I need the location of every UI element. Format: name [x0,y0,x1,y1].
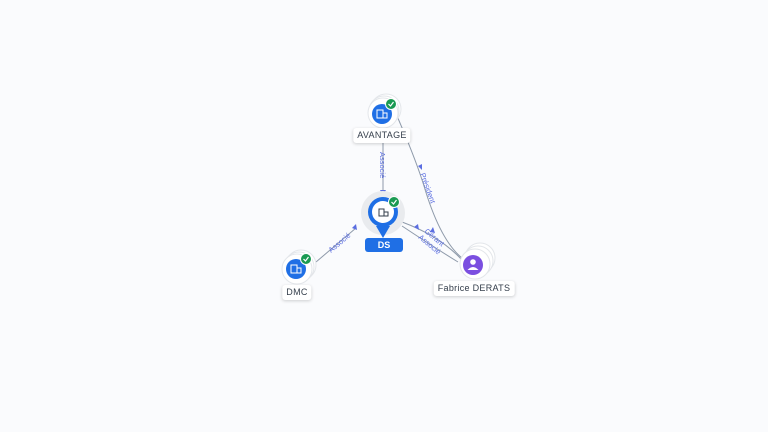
edge-label-avantage-ds: Associé [378,152,387,178]
check-badge-icon [385,98,397,110]
edge-dmc-ds [315,227,357,263]
node-label-ds[interactable]: DS [365,238,403,252]
edge-arrow [414,224,419,230]
building-icon [378,208,389,217]
edge-arrow [352,224,357,230]
edge-label-dmc-ds: Associé [327,231,353,255]
node-label-avantage[interactable]: AVANTAGE [353,128,411,143]
node-ds[interactable] [361,191,405,238]
edge-fabrice-ds-associe [401,225,459,263]
edge-fabrice-ds-gerant [401,221,463,261]
check-badge-icon [388,196,400,208]
edge-arrow [430,227,435,233]
node-dmc[interactable] [281,249,317,285]
building-icon [290,264,302,274]
person-icon [467,259,479,270]
node-label-dmc[interactable]: DMC [282,285,312,300]
edge-arrow [418,164,422,170]
node-fabrice-derats[interactable] [459,242,496,280]
check-badge-icon [300,253,312,265]
building-icon [376,109,388,119]
edge-label-fabrice-avantage: Président [418,172,438,206]
node-avantage[interactable] [367,93,402,129]
node-label-fabrice-derats[interactable]: Fabrice DERATS [433,281,515,296]
